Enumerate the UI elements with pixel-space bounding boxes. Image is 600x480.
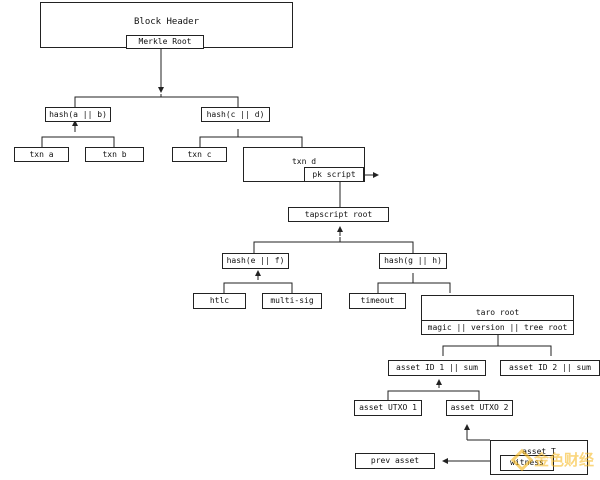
txn-a-box: txn a [14,147,69,162]
diamond-logo-icon [510,448,534,471]
prev-asset-label: prev asset [370,456,420,465]
watermark-text: 金色财经 [533,451,594,469]
merkle-root-box: Merkle Root [126,35,204,49]
hash-gh-label: hash(g || h) [384,256,442,265]
taro-root-fields-box: magic || version || tree root [421,320,574,335]
txn-c-label: txn c [187,149,212,159]
asset-utxo-2-label: asset UTXO 2 [450,403,509,412]
asset-utxo-1-label: asset UTXO 1 [359,403,417,412]
merkle-root-label: Merkle Root [138,37,192,46]
asset-id-2-label: asset ID 2 || sum [509,363,591,372]
hash-gh-box: hash(g || h) [379,253,447,269]
asset-witness-top-label: asset T [522,447,556,456]
hash-ef-label: hash(e || f) [226,256,285,265]
hash-cd-box: hash(c || d) [201,107,270,122]
htlc-label: htlc [209,296,230,305]
hash-ab-box: hash(a || b) [45,107,111,122]
multi-sig-box: multi-sig [262,293,322,309]
txn-d-label: txn d [291,157,317,166]
txn-b-label: txn b [102,149,127,159]
pk-script-label: pk script [312,169,356,179]
taro-root-fields-label: magic || version || tree root [427,322,568,332]
witness-box: witness [500,455,554,471]
asset-utxo-2-box: asset UTXO 2 [446,400,513,416]
htlc-box: htlc [193,293,246,309]
hash-ab-label: hash(a || b) [49,109,107,119]
txn-a-label: txn a [29,149,54,159]
asset-id-2-box: asset ID 2 || sum [500,360,600,376]
watermark: 金色财经 [510,448,594,471]
asset-utxo-1-box: asset UTXO 1 [354,400,422,416]
multi-sig-label: multi-sig [270,296,314,305]
pk-script-box: pk script [304,167,364,182]
taro-root-label: taro root [475,308,520,317]
timeout-box: timeout [349,293,406,309]
timeout-label: timeout [360,296,395,305]
txn-c-box: txn c [172,147,227,162]
block-header-label: Block Header [133,17,200,27]
asset-id-1-box: asset ID 1 || sum [388,360,486,376]
hash-ef-box: hash(e || f) [222,253,289,269]
prev-asset-box: prev asset [355,453,435,469]
hash-cd-label: hash(c || d) [206,109,265,119]
tapscript-root-box: tapscript root [288,207,389,222]
asset-id-1-label: asset ID 1 || sum [396,363,478,372]
txn-b-box: txn b [85,147,144,162]
tapscript-root-label: tapscript root [304,209,373,219]
witness-label: witness [510,458,544,467]
